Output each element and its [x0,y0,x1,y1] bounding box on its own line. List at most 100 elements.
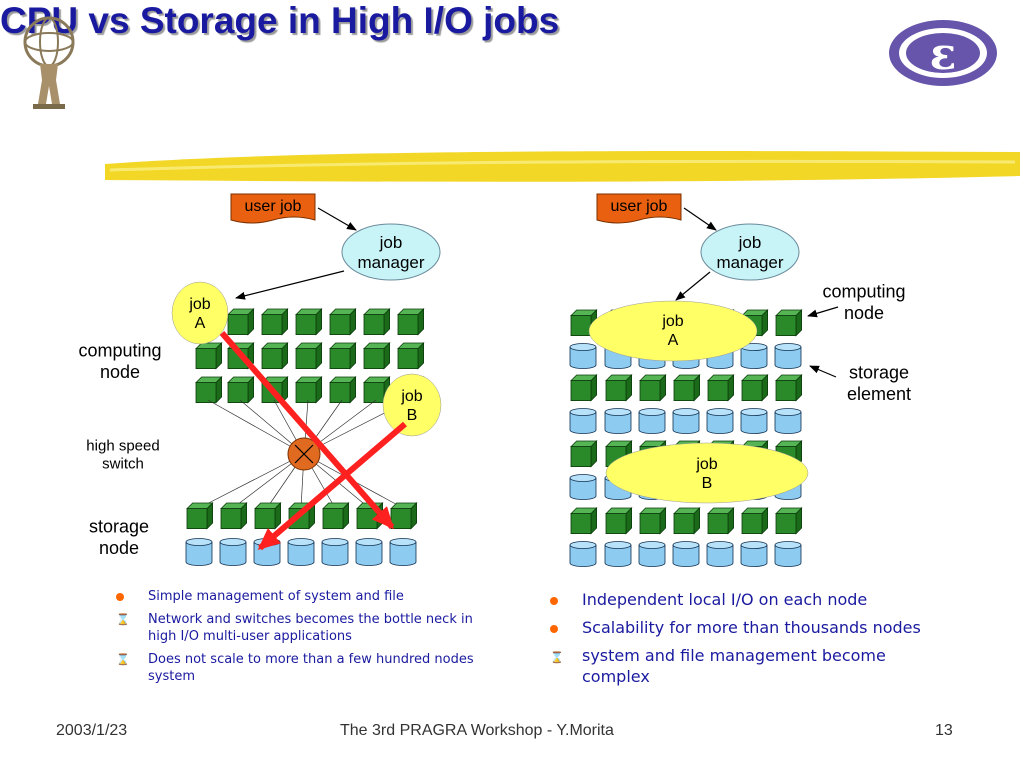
compute-cube [775,374,803,402]
user-job-label: user job [245,198,302,215]
job-manager-ellipse [700,223,800,281]
storage-disk [569,541,597,567]
arrow-manager-to-job-a [675,271,711,301]
epsilon-logo: ε [889,20,997,86]
storage-disk [774,541,802,567]
footer-date: 2003/1/23 [56,722,128,739]
left-bullet-list: Simple management of system and file ⌛ Net… [112,588,504,691]
storage-disk [569,408,597,434]
user-job-box: user job [230,193,316,224]
storage-disk [604,408,632,434]
compute-cube [186,502,214,530]
bullet-dot-icon [550,617,558,638]
bullet-item: ⌛system and file management become compl… [546,645,946,687]
arrow-manager-to-job-a [235,270,345,300]
storage-disk [672,541,700,567]
storage-disk [638,541,666,567]
compute-cube [254,502,282,530]
bullet-item: ⌛ Does not scale to more than a few hundr… [112,651,504,685]
switch-link [207,399,305,455]
compute-cube [707,374,735,402]
compute-cube [363,342,391,370]
hourglass-icon: ⌛ [116,613,130,626]
job-b-ellipse [605,442,809,504]
bullet-text: Network and switches becomes the bottle … [148,612,473,644]
storage-disk [706,541,734,567]
compute-cube [295,308,323,336]
storage-disk [740,541,768,567]
user-job-label: user job [611,198,668,215]
compute-cube [261,308,289,336]
compute-cube [775,507,803,535]
red-arrow-job-a-io [219,331,395,530]
footer-title: The 3rd PRAGRA Workshop - Y.Morita [340,722,614,739]
hourglass-icon: ⌛ [116,653,130,666]
storage-disk [569,474,597,500]
job-b-ellipse [382,373,442,437]
compute-cube [707,507,735,535]
switch-link [198,453,305,509]
compute-cube [329,376,357,404]
compute-cube [261,342,289,370]
storage-disk [355,538,383,566]
bullet-text: Does not scale to more than a few hundre… [148,652,474,684]
compute-cube [741,507,769,535]
yellow-brush-stroke [105,151,1020,182]
storage-disk [321,538,349,566]
storage-disk [604,541,632,567]
job-a-ellipse [588,300,758,362]
red-arrow-job-b-io [257,421,407,551]
bullet-text: Simple management of system and file [148,589,404,604]
storage-disk [638,408,666,434]
page-title: CPU vs Storage in High I/O jobs [0,0,560,41]
compute-cube [295,376,323,404]
compute-cube [397,308,425,336]
job-manager-ellipse [341,223,441,281]
compute-cube [220,502,248,530]
compute-cube [605,374,633,402]
compute-cube [363,308,391,336]
compute-cube [329,342,357,370]
bullet-dot-icon [550,589,558,610]
arrow-to-storage-element [809,365,837,378]
bullet-item: Independent local I/O on each node [546,589,946,610]
bullet-text: Independent local I/O on each node [582,590,868,609]
storage-disk [774,343,802,369]
compute-cube [673,374,701,402]
storage-disk [672,408,700,434]
storage-disk [740,343,768,369]
bullet-item: ⌛ Network and switches becomes the bottle… [112,611,504,645]
storage-disk [740,408,768,434]
footer-page-number: 13 [935,722,953,739]
compute-cube [605,507,633,535]
compute-cube [195,342,223,370]
compute-cube [227,308,255,336]
storage-disk [569,343,597,369]
bullet-text: Scalability for more than thousands node… [582,618,921,637]
storage-disk [287,538,315,566]
compute-cube [329,308,357,336]
job-a-ellipse [171,281,229,345]
storage-disk [774,408,802,434]
compute-cube [570,440,598,468]
compute-cube [639,507,667,535]
bullet-dot-icon [116,588,124,606]
bullet-item: Scalability for more than thousands node… [546,617,946,638]
user-job-box: user job [596,193,682,224]
compute-cube [673,507,701,535]
compute-cube [195,376,223,404]
compute-cube [390,502,418,530]
atlas-logo [23,16,75,109]
